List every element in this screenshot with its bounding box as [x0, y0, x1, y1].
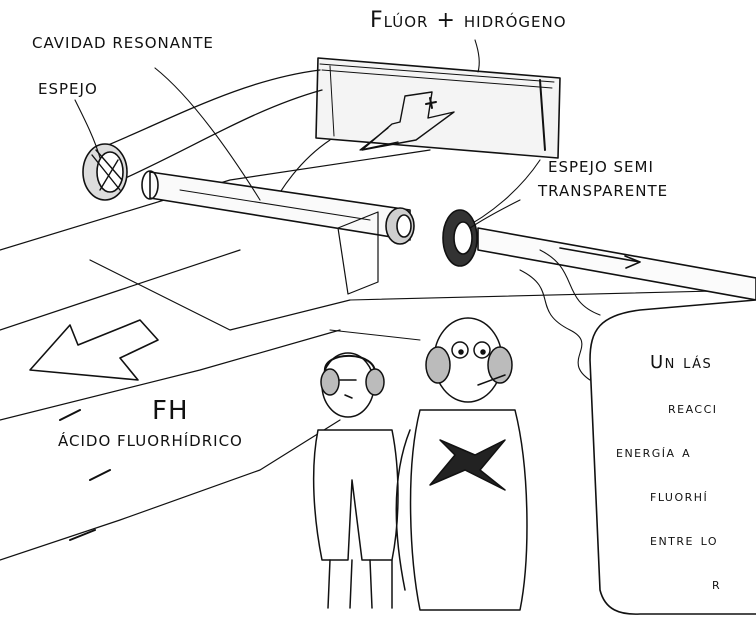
label-fluor-hidrogeno: Flúor + hidrógeno: [370, 8, 567, 33]
speech-line-2: reacci: [668, 398, 718, 417]
pointer-mirror: [74, 99, 101, 159]
speech-line-5: entre lo: [650, 530, 718, 549]
label-espejo-semi: ESPEJO SEMI: [548, 158, 654, 176]
label-espejo: ESPEJO: [38, 80, 98, 98]
label-fh: FH: [152, 396, 189, 426]
speech-bubble: [589, 299, 756, 615]
person-right: [395, 317, 528, 611]
pointer-semi: [469, 199, 521, 229]
label-transparente: TRANSPARENTE: [538, 182, 669, 200]
exhaust-arrow-icon: [29, 319, 159, 381]
label-cavidad-resonante: CAVIDAD RESONANTE: [32, 34, 214, 52]
speech-line-1: Un lás: [650, 352, 713, 373]
pointer-gas: [474, 39, 480, 73]
laser-beam: [477, 227, 756, 301]
speech-line-3: energía a: [616, 442, 692, 461]
gas-chamber: [315, 57, 561, 159]
speech-line-4: fluorhí: [650, 486, 709, 505]
mirror-left: [82, 143, 128, 201]
cavity-ring: [385, 207, 415, 245]
mirror-semi-transparent: [442, 209, 478, 267]
resonant-cavity: [141, 170, 411, 241]
person-left: [312, 352, 399, 609]
speech-line-6: r: [712, 574, 722, 593]
label-acido-fluorhidrico: ÁCIDO FLUORHÍDRICO: [58, 432, 243, 450]
pointer-cavity: [154, 67, 261, 201]
